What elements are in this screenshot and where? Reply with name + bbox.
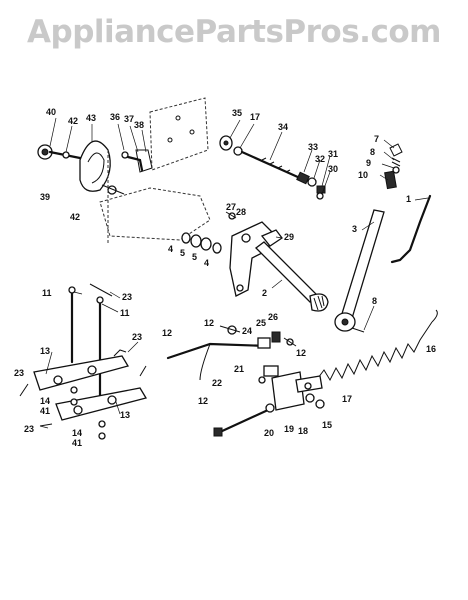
callout-14: 14 [40, 396, 50, 406]
callout-3: 3 [352, 224, 357, 234]
callout-33: 33 [308, 142, 318, 152]
callout-42-lower: 42 [70, 212, 80, 222]
callout-13: 13 [40, 346, 50, 356]
callout-15: 15 [322, 420, 332, 430]
callout-12-left: 12 [162, 328, 172, 338]
callout-36: 36 [110, 112, 120, 122]
callout-29: 29 [284, 232, 294, 242]
callout-35: 35 [232, 108, 242, 118]
knob-assembly [37, 140, 125, 195]
callout-28: 28 [236, 207, 246, 217]
callout-12: 12 [204, 318, 214, 328]
washer-stack [181, 232, 222, 254]
callout-12-bottom: 12 [198, 396, 208, 406]
callout-8-lower: 8 [372, 296, 377, 306]
callout-23-second: 23 [132, 332, 142, 342]
callout-23: 23 [122, 292, 132, 302]
callout-38: 38 [134, 120, 144, 130]
main-shaft-assembly [225, 211, 329, 312]
callout-10: 10 [358, 170, 368, 180]
control-rod [390, 194, 432, 264]
callout-26: 26 [268, 312, 278, 322]
callout-17: 17 [250, 112, 260, 122]
leader-lines [39, 117, 429, 429]
callout-20: 20 [264, 428, 274, 438]
callout-labels: 40 42 43 36 37 38 39 42 35 17 34 33 32 3… [14, 107, 436, 448]
callout-41: 41 [40, 406, 50, 416]
callout-9: 9 [366, 158, 371, 168]
callout-13-second: 13 [120, 410, 130, 420]
callout-32: 32 [315, 154, 325, 164]
callout-18: 18 [298, 426, 308, 436]
callout-24: 24 [242, 326, 252, 336]
callout-39: 39 [40, 192, 50, 202]
callout-30: 30 [328, 164, 338, 174]
callout-25: 25 [256, 318, 266, 328]
callout-11: 11 [42, 288, 52, 298]
callout-16: 16 [426, 344, 436, 354]
callout-8: 8 [370, 147, 375, 157]
lift-linkage [19, 283, 148, 440]
callout-14-second: 14 [72, 428, 82, 438]
callout-23-bottom: 23 [24, 424, 34, 434]
center-linkage [166, 325, 297, 381]
long-spring [317, 309, 438, 382]
mounting-plate [99, 97, 211, 245]
spring-bracket [213, 365, 325, 437]
callout-5-second: 5 [192, 252, 197, 262]
callout-31: 31 [328, 149, 338, 159]
callout-41-second: 41 [72, 438, 82, 448]
callout-23-left: 23 [14, 368, 24, 378]
top-rod-assembly [219, 135, 326, 200]
callout-2: 2 [262, 288, 267, 298]
callout-17-lower: 17 [342, 394, 352, 404]
callout-5: 5 [180, 248, 185, 258]
callout-19: 19 [284, 424, 294, 434]
callout-4: 4 [168, 244, 173, 254]
callout-1: 1 [406, 194, 411, 204]
callout-4-second: 4 [204, 258, 209, 268]
callout-27: 27 [226, 202, 236, 212]
lever-bracket [121, 149, 153, 173]
watermark-text: AppliancePartsPros.com [27, 14, 441, 50]
callout-12-right: 12 [296, 348, 306, 358]
callout-37: 37 [124, 114, 134, 124]
callout-21: 21 [234, 364, 244, 374]
callout-40: 40 [46, 107, 56, 117]
callout-7: 7 [374, 134, 379, 144]
callout-42: 42 [68, 116, 78, 126]
callout-11-second: 11 [120, 308, 130, 318]
callout-34: 34 [278, 122, 288, 132]
callout-43: 43 [86, 113, 96, 123]
callout-22: 22 [212, 378, 222, 388]
shift-lever-assembly [334, 143, 403, 333]
